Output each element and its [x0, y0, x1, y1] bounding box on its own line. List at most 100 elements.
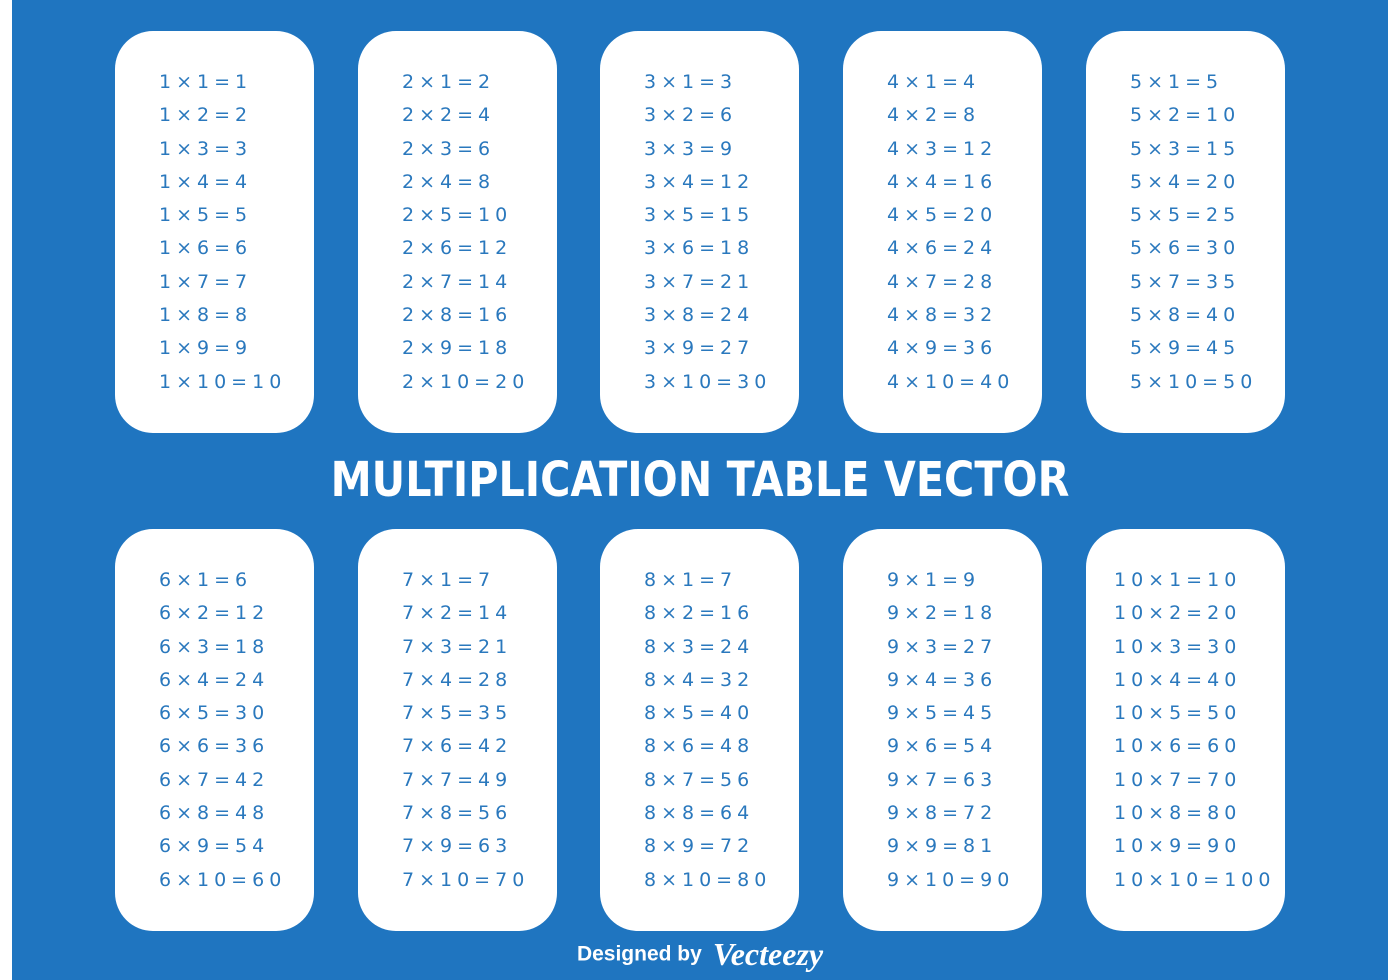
- equation-line: 6×8=48: [159, 802, 270, 825]
- equation-line: 7×6=42: [402, 735, 513, 758]
- equation-line: 4×3=12: [887, 137, 998, 160]
- equation-line: 1×7=7: [159, 270, 253, 293]
- equation-line: 7×5=35: [402, 702, 513, 725]
- equation-line: 3×9=27: [644, 337, 755, 360]
- equation-line: 8×7=56: [644, 768, 755, 791]
- equation-line: 2×1=2: [402, 71, 496, 93]
- equation-line: 5×9=45: [1130, 337, 1241, 360]
- designer-credit: Designed by Vecteezy: [12, 936, 1388, 973]
- equation-line: 9×1=9: [887, 569, 981, 591]
- equation-line: 7×9=63: [402, 835, 513, 858]
- equation-line: 3×8=24: [644, 304, 755, 327]
- equation-line: 8×1=7: [644, 569, 738, 591]
- equation-line: 4×7=28: [887, 270, 998, 293]
- equation-line: 7×7=49: [402, 768, 513, 791]
- equation-line: 9×7=63: [887, 768, 998, 791]
- equation-line: 9×4=36: [887, 668, 998, 691]
- equation-line: 6×7=42: [159, 768, 270, 791]
- credit-brand-logo: Vecteezy: [712, 936, 824, 972]
- equation-line: 6×6=36: [159, 735, 270, 758]
- equation-line: 8×3=24: [644, 635, 755, 658]
- equation-line: 7×10=70: [402, 868, 530, 891]
- equation-line: 9×2=18: [887, 602, 998, 625]
- equation-line: 1×3=3: [159, 137, 253, 160]
- equation-line: 1×10=10: [159, 370, 287, 393]
- equation-line: 10×9=90: [1114, 835, 1242, 858]
- equation-line: 3×5=15: [644, 204, 755, 227]
- table-card-4: 4×1=4 4×2=8 4×3=12 4×4=16 4×5=20 4×6=24 4×7=28…: [843, 31, 1042, 433]
- equation-line: 6×10=60: [159, 868, 287, 891]
- equation-line: 2×5=10: [402, 204, 513, 227]
- equation-line: 3×10=30: [644, 370, 772, 393]
- credit-designed-by: Designed by: [576, 942, 702, 966]
- equation-line: 5×10=50: [1130, 370, 1258, 393]
- equation-line: 8×10=80: [644, 868, 772, 891]
- equation-line: 9×9=81: [887, 835, 998, 858]
- equation-line: 3×6=18: [644, 237, 755, 260]
- equation-line: 10×3=30: [1114, 635, 1242, 658]
- equation-line: 6×9=54: [159, 835, 270, 858]
- equation-line: 9×3=27: [887, 635, 998, 658]
- equation-line: 8×8=64: [644, 802, 755, 825]
- equation-line: 1×2=2: [159, 104, 253, 127]
- equation-line: 8×9=72: [644, 835, 755, 858]
- equation-line: 4×5=20: [887, 204, 998, 227]
- equation-line: 8×5=40: [644, 702, 755, 725]
- equation-line: 4×2=8: [887, 104, 981, 127]
- equation-line: 2×6=12: [402, 237, 513, 260]
- equation-line: 5×7=35: [1130, 270, 1241, 293]
- equation-line: 2×3=6: [402, 137, 496, 160]
- equation-line: 10×8=80: [1114, 802, 1242, 825]
- equation-line: 2×10=20: [402, 370, 530, 393]
- equation-line: 4×8=32: [887, 304, 998, 327]
- equation-line: 3×3=9: [644, 137, 738, 160]
- equation-line: 1×9=9: [159, 337, 253, 360]
- equation-line: 10×10=100: [1114, 868, 1276, 891]
- equation-line: 4×10=40: [887, 370, 1015, 393]
- equation-line: 1×4=4: [159, 170, 253, 193]
- equation-line: 5×2=10: [1130, 104, 1241, 127]
- poster-title: MULTIPLICATION TABLE VECTOR: [330, 452, 1070, 508]
- equation-line: 9×8=72: [887, 802, 998, 825]
- equation-line: 4×1=4: [887, 71, 981, 93]
- equation-line: 6×5=30: [159, 702, 270, 725]
- equation-line: 10×1=10: [1114, 569, 1242, 591]
- equation-line: 9×5=45: [887, 702, 998, 725]
- equation-line: 8×4=32: [644, 668, 755, 691]
- equation-line: 1×8=8: [159, 304, 253, 327]
- equation-line: 5×3=15: [1130, 137, 1241, 160]
- equation-line: 7×2=14: [402, 602, 513, 625]
- equation-line: 10×7=70: [1114, 768, 1242, 791]
- equation-line: 2×7=14: [402, 270, 513, 293]
- equation-line: 4×6=24: [887, 237, 998, 260]
- equation-line: 9×6=54: [887, 735, 998, 758]
- table-card-7: 7×1=7 7×2=14 7×3=21 7×4=28 7×5=35 7×6=42 7×7=4…: [358, 529, 557, 931]
- equation-line: 10×2=20: [1114, 602, 1242, 625]
- equation-line: 7×4=28: [402, 668, 513, 691]
- equation-line: 6×3=18: [159, 635, 270, 658]
- equation-line: 6×1=6: [159, 569, 253, 591]
- equation-line: 10×5=50: [1114, 702, 1242, 725]
- equation-line: 7×3=21: [402, 635, 513, 658]
- equation-line: 8×2=16: [644, 602, 755, 625]
- equation-line: 3×2=6: [644, 104, 738, 127]
- equation-line: 8×6=48: [644, 735, 755, 758]
- equation-line: 10×6=60: [1114, 735, 1242, 758]
- equation-line: 3×4=12: [644, 170, 755, 193]
- equation-line: 4×4=16: [887, 170, 998, 193]
- equation-line: 6×4=24: [159, 668, 270, 691]
- table-card-10: 10×1=10 10×2=20 10×3=30 10×4=40 10×5=50 10×6=…: [1086, 529, 1285, 931]
- equation-line: 2×2=4: [402, 104, 496, 127]
- equation-line: 1×5=5: [159, 204, 253, 227]
- equation-line: 5×8=40: [1130, 304, 1241, 327]
- equation-line: 10×4=40: [1114, 668, 1242, 691]
- equation-line: 2×8=16: [402, 304, 513, 327]
- equation-line: 7×1=7: [402, 569, 496, 591]
